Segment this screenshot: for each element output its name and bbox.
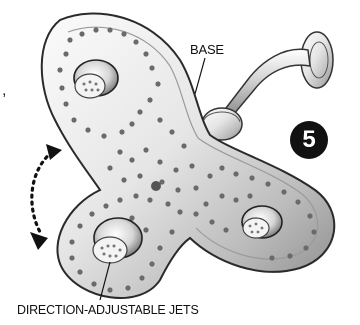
shower-arm-illustration — [226, 49, 310, 114]
base-label: BASE — [190, 43, 224, 56]
edge-mark: , — [2, 82, 6, 100]
step-number-badge: 5 — [290, 121, 328, 159]
direction-adjustable-jets-label: DIRECTION-ADJUSTABLE JETS — [17, 304, 199, 317]
curved-dotted-double-arrow-icon — [30, 144, 62, 250]
direction-adjustable-jet-right — [242, 206, 282, 238]
center-nozzle — [151, 181, 161, 191]
